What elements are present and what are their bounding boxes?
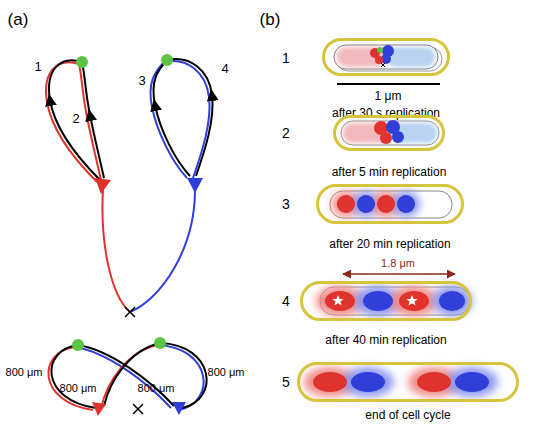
terminus-mark (381, 63, 385, 67)
replication-fork (172, 402, 186, 415)
blue-strand (130, 190, 195, 312)
length-label: 800 μm (60, 382, 97, 394)
locus-blob (397, 195, 415, 213)
red-strand (79, 64, 101, 180)
new-strand (167, 59, 213, 176)
star-mark (406, 295, 417, 306)
terminus-mark (133, 404, 143, 414)
cell-outline: end of cell cycle (297, 362, 519, 402)
length-label: 800 μm (208, 366, 245, 378)
origin-dot (161, 54, 173, 66)
replication-fork (95, 178, 111, 194)
star-mark (332, 295, 343, 306)
step-number: 5 (282, 374, 290, 390)
nucleoid-outline (334, 45, 438, 69)
locus-blob (325, 291, 355, 311)
step-number: 2 (282, 125, 290, 141)
cell-outline: after 5 min replication (333, 115, 445, 151)
red-strand (102, 190, 130, 312)
panel-letter: (a) (8, 10, 29, 30)
scale-label: 1 μm (375, 89, 402, 103)
nucleoid-outline (330, 191, 452, 218)
length-label: 800 μm (138, 382, 175, 394)
blue-strand (164, 61, 210, 178)
new-strand (49, 60, 100, 180)
scale-bar (337, 83, 440, 85)
locus-blob (380, 132, 392, 144)
arm-number: 4 (221, 61, 228, 76)
terminus-mark (125, 307, 135, 317)
dimension-label: 1.8 μm (381, 257, 415, 269)
locus-blob (357, 195, 375, 213)
origin-dot (76, 56, 88, 68)
locus-blob (375, 56, 383, 64)
red-strand (101, 345, 157, 408)
nucleoid-outline (341, 121, 439, 145)
terminus-mark (133, 404, 143, 414)
stage-caption: after 20 min replication (329, 237, 450, 251)
new-strand (104, 343, 160, 406)
new-strand (82, 62, 104, 178)
locus-blob (455, 372, 489, 392)
new-strand (153, 60, 190, 176)
locus-blob (417, 372, 451, 392)
red-strand (46, 62, 97, 182)
step-number: 4 (282, 293, 290, 309)
terminus-mark (381, 63, 385, 67)
arm-number: 2 (72, 111, 79, 126)
blue-region (432, 286, 472, 316)
replication-fork (92, 402, 106, 416)
origin-dot (377, 47, 383, 53)
stage-caption: after 40 min replication (325, 333, 446, 347)
blue-region (446, 367, 498, 397)
blue-region (342, 367, 394, 397)
locus-blob (313, 372, 347, 392)
locus-blob (363, 291, 393, 311)
red-region (337, 47, 386, 67)
terminus-mark (125, 307, 135, 317)
new-strand (51, 345, 96, 408)
new-strand (160, 343, 207, 408)
length-label: 800 μm (6, 366, 43, 378)
step-number: 1 (282, 50, 290, 66)
locus-blob (392, 131, 404, 143)
locus-blob (377, 195, 395, 213)
step-number: 3 (282, 196, 290, 212)
locus-blob (337, 195, 355, 213)
arm-number: 3 (138, 73, 145, 88)
origin-dot (72, 339, 84, 351)
dimension-arrow (343, 273, 455, 275)
blue-region (392, 191, 420, 217)
cell-outline: after 20 min replication (316, 184, 464, 224)
origin-dot (154, 337, 166, 349)
cell-outline: after 30 s replication (322, 38, 450, 76)
locus-blob (399, 291, 429, 311)
blue-strand (75, 347, 171, 408)
panel-letter: (b) (260, 10, 281, 30)
red-region (390, 286, 438, 316)
new-strand (78, 345, 174, 406)
cell-outline: after 40 min replication (300, 281, 472, 321)
stage-caption: end of cell cycle (365, 408, 450, 422)
locus-blob (439, 291, 465, 311)
arm-number: 1 (34, 59, 41, 74)
replication-fork (187, 178, 203, 193)
stage-caption: after 5 min replication (332, 165, 447, 179)
locus-blob (351, 372, 385, 392)
